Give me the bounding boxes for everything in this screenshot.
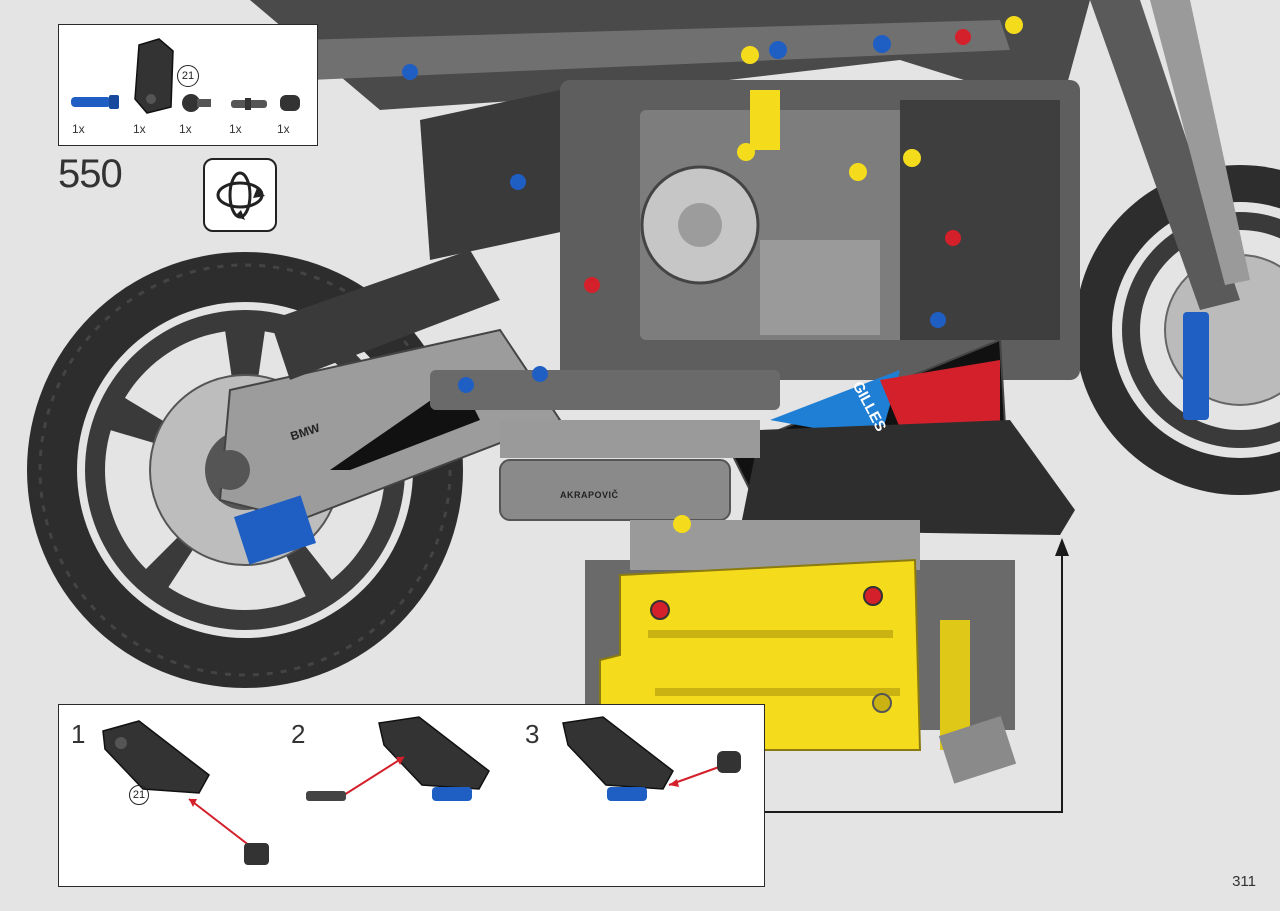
substep-callout: 21 xyxy=(129,785,149,805)
part-qty: 1x xyxy=(179,122,192,136)
assembly-pointer-arrow xyxy=(765,538,1069,813)
front-forks xyxy=(1090,0,1250,310)
dark-panel-fairing-icon xyxy=(134,38,174,114)
part-qty: 1x xyxy=(229,122,242,136)
substep-number: 1 xyxy=(71,719,86,749)
substep-1-diagram xyxy=(102,720,269,865)
dark-bush-icon xyxy=(280,95,300,111)
upper-frame xyxy=(250,0,1090,260)
yellow-stand xyxy=(585,520,1017,784)
engine-block xyxy=(560,80,1080,380)
substep-2-diagram xyxy=(306,716,490,801)
part-qty: 1x xyxy=(277,122,290,136)
exhaust-logo-text: AKRAPOVIČ xyxy=(560,490,619,500)
lower-frame xyxy=(430,370,780,458)
technic-pins xyxy=(402,16,1023,533)
part-qty: 1x xyxy=(72,122,85,136)
rotate-arrows-icon xyxy=(216,171,265,220)
exhaust-muffler xyxy=(499,459,731,521)
step-number: 550 xyxy=(58,152,123,196)
substep-number: 2 xyxy=(291,719,306,749)
page-number: 311 xyxy=(1232,873,1256,890)
part-qty: 1x xyxy=(133,122,146,136)
parts-list-box: 21 1x 1x 1x 1x 1x xyxy=(58,24,318,146)
substep-number: 3 xyxy=(525,719,540,749)
dark-axle-connector-icon xyxy=(182,94,211,112)
belly-fairing xyxy=(728,338,1075,535)
substep-3-diagram xyxy=(562,716,741,801)
rotate-model-icon xyxy=(203,158,277,232)
substeps-box: 1 2 3 21 xyxy=(58,704,765,887)
dark-axle-pin-icon xyxy=(231,98,267,110)
blue-axle-pin-icon xyxy=(71,95,119,109)
part-callout: 21 xyxy=(177,65,199,87)
